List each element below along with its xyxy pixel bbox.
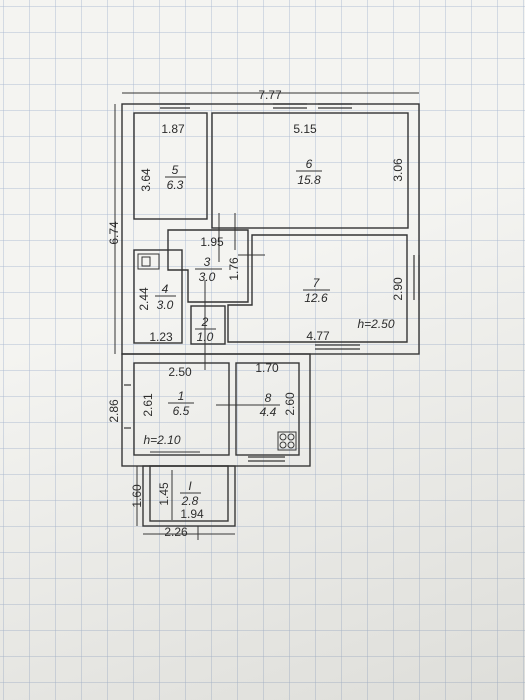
- room-7-area: 12.6: [304, 291, 328, 305]
- room-4-length: 2.44: [137, 287, 151, 311]
- porch-left-height: 1.60: [130, 484, 144, 508]
- room-2-walls: [190, 305, 226, 345]
- porch-length: 1.45: [157, 482, 171, 506]
- room-5-length: 3.64: [139, 168, 153, 192]
- room-7-number: 7: [313, 276, 321, 290]
- room-8-width: 1.70: [255, 361, 279, 375]
- sink-icon: [137, 253, 160, 270]
- room-6-walls: [211, 112, 409, 229]
- room-1-length: 2.61: [141, 393, 155, 417]
- room-8-walls: [235, 362, 300, 456]
- room-5-width: 1.87: [161, 122, 185, 136]
- room-7-ceiling-height: h=2.50: [357, 317, 394, 331]
- room-8-length: 2.60: [283, 392, 297, 416]
- room-7-length: 2.90: [391, 277, 405, 301]
- room-3-walls: [167, 229, 249, 303]
- room-2-area: 1.0: [197, 330, 214, 344]
- room-1-ceiling-height: h=2.10: [143, 433, 180, 447]
- room-6-number: 6: [306, 157, 313, 171]
- porch-width: 1.94: [180, 507, 204, 521]
- room-3-area: 3.0: [199, 270, 216, 284]
- room-6-width: 5.15: [293, 122, 317, 136]
- room-5-area: 6.3: [167, 178, 184, 192]
- room-7-width: 4.77: [306, 329, 330, 343]
- stove-icon: [277, 431, 297, 451]
- room-6-area: 15.8: [297, 173, 321, 187]
- room-1-walls: [133, 362, 230, 456]
- room-1-number: 1: [178, 389, 185, 403]
- room-3-number: 3: [204, 255, 211, 269]
- room-8-number: 8: [265, 391, 272, 405]
- room-8-area: 4.4: [260, 405, 277, 419]
- porch-inner-wall: [149, 465, 229, 522]
- porch-bottom-width: 2.26: [164, 525, 188, 539]
- porch-number: I: [188, 479, 192, 493]
- room-4-area: 3.0: [157, 298, 174, 312]
- room-5-walls: [133, 112, 208, 220]
- porch-area: 2.8: [181, 494, 199, 508]
- room-1-width: 2.50: [168, 365, 192, 379]
- room-7-walls: [227, 234, 408, 343]
- room-3-length: 1.76: [227, 257, 241, 281]
- room-1-area: 6.5: [173, 404, 190, 418]
- overall-top-width: 7.77: [258, 88, 282, 102]
- room-3-width: 1.95: [200, 235, 224, 249]
- room-5-number: 5: [172, 163, 179, 177]
- overall-left-height: 6.74: [107, 221, 121, 245]
- room-4-width: 1.23: [149, 330, 173, 344]
- lower-left-height: 2.86: [107, 399, 121, 423]
- room-4-number: 4: [162, 282, 169, 296]
- room-6-length: 3.06: [391, 158, 405, 182]
- room-2-number: 2: [201, 315, 209, 329]
- room-4-walls: [133, 249, 183, 344]
